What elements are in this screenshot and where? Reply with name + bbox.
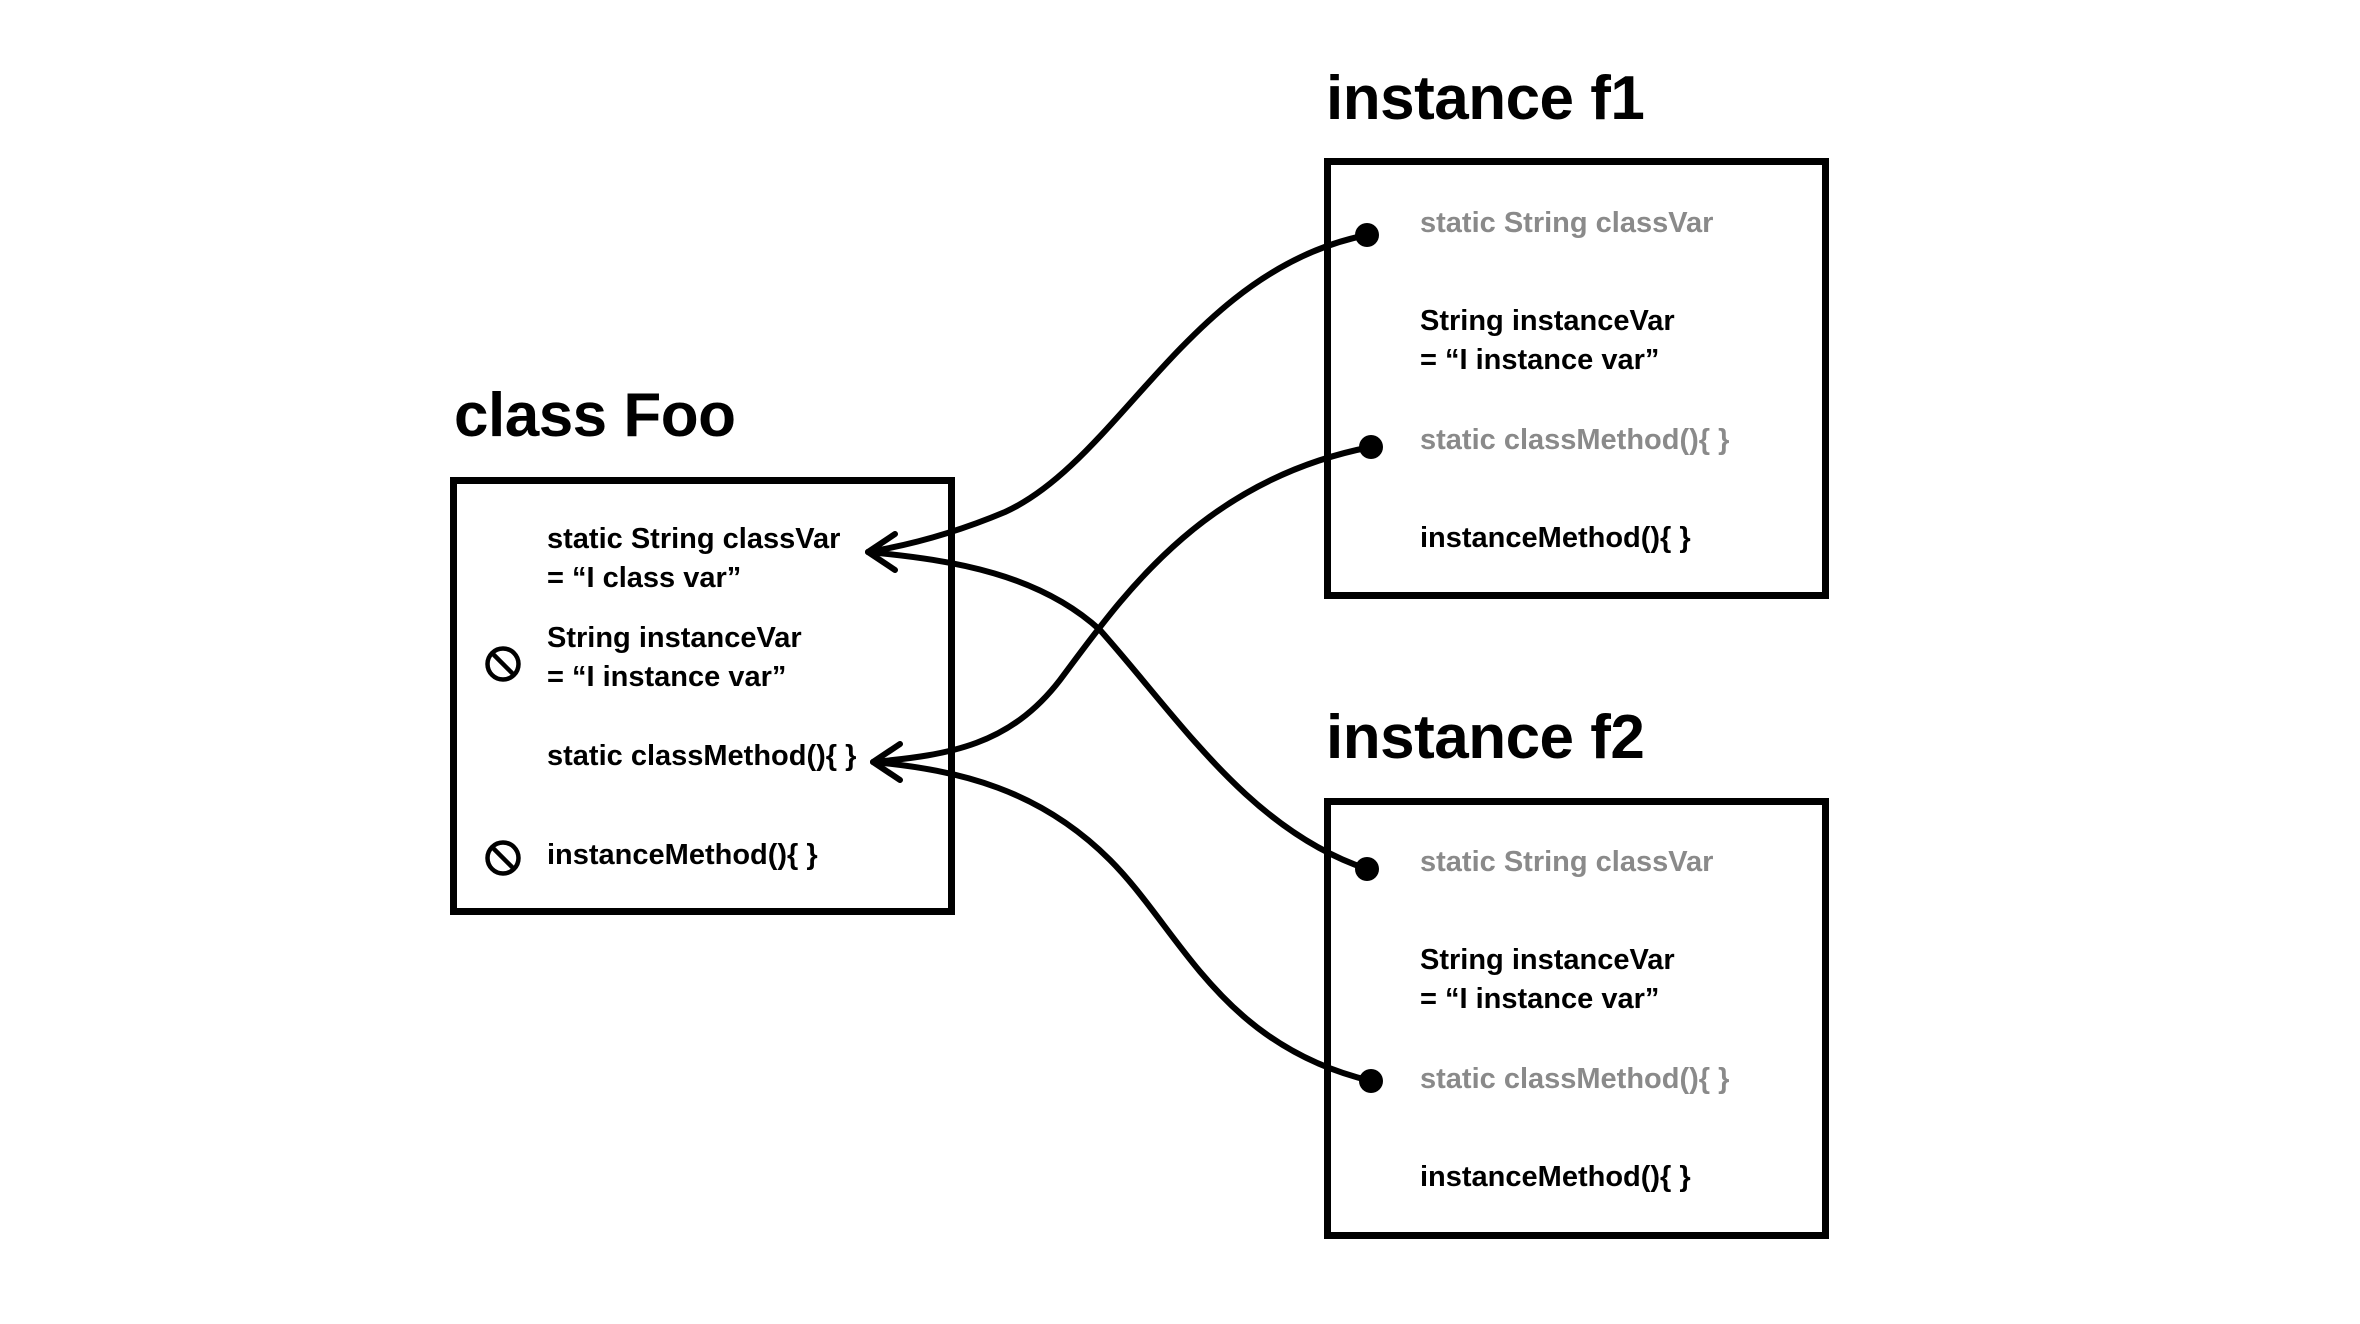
f1-classvar-field: static String classVar	[1420, 204, 1713, 243]
class-classmethod-signature: static classMethod(){ }	[547, 740, 857, 772]
f1-classmethod-field: static classMethod(){ }	[1420, 421, 1729, 460]
class-instancevar-field: String instanceVar = “I instance var”	[547, 619, 802, 697]
class-instancevar-declaration: String instanceVar	[547, 622, 802, 654]
instance-f1-title: instance f1	[1326, 64, 1645, 133]
class-foo-title: class Foo	[454, 381, 736, 450]
f2-instancemethod-signature: instanceMethod(){ }	[1420, 1161, 1691, 1193]
f1-instancevar-field: String instanceVar = “I instance var”	[1420, 302, 1675, 380]
class-classvar-field: static String classVar = “I class var”	[547, 520, 840, 598]
instance-f2-title: instance f2	[1326, 703, 1645, 772]
class-instancevar-value: = “I instance var”	[547, 661, 787, 693]
f1-instancemethod-signature: instanceMethod(){ }	[1420, 522, 1691, 554]
f1-instancemethod-field: instanceMethod(){ }	[1420, 519, 1691, 558]
class-classvar-declaration: static String classVar	[547, 523, 841, 555]
f2-classvar-field: static String classVar	[1420, 843, 1713, 882]
f2-instancevar-declaration: String instanceVar	[1420, 944, 1675, 976]
f1-classvar-declaration: static String classVar	[1420, 207, 1714, 239]
f2-instancevar-value: = “I instance var”	[1420, 983, 1660, 1015]
f1-classmethod-signature: static classMethod(){ }	[1420, 424, 1730, 456]
instance-f2-box	[1324, 798, 1829, 1239]
class-instancemethod-field: instanceMethod(){ }	[547, 836, 818, 875]
prohibited-icon	[485, 646, 521, 682]
f1-instancevar-declaration: String instanceVar	[1420, 305, 1675, 337]
class-classmethod-field: static classMethod(){ }	[547, 737, 856, 776]
f1-instancevar-value: = “I instance var”	[1420, 344, 1660, 376]
f2-instancevar-field: String instanceVar = “I instance var”	[1420, 941, 1675, 1019]
class-classvar-value: = “I class var”	[547, 562, 742, 594]
prohibited-icon	[485, 840, 521, 876]
f2-classvar-declaration: static String classVar	[1420, 846, 1714, 878]
class-instancemethod-signature: instanceMethod(){ }	[547, 839, 818, 871]
f2-classmethod-signature: static classMethod(){ }	[1420, 1063, 1730, 1095]
f2-instancemethod-field: instanceMethod(){ }	[1420, 1158, 1691, 1197]
f2-classmethod-field: static classMethod(){ }	[1420, 1060, 1729, 1099]
